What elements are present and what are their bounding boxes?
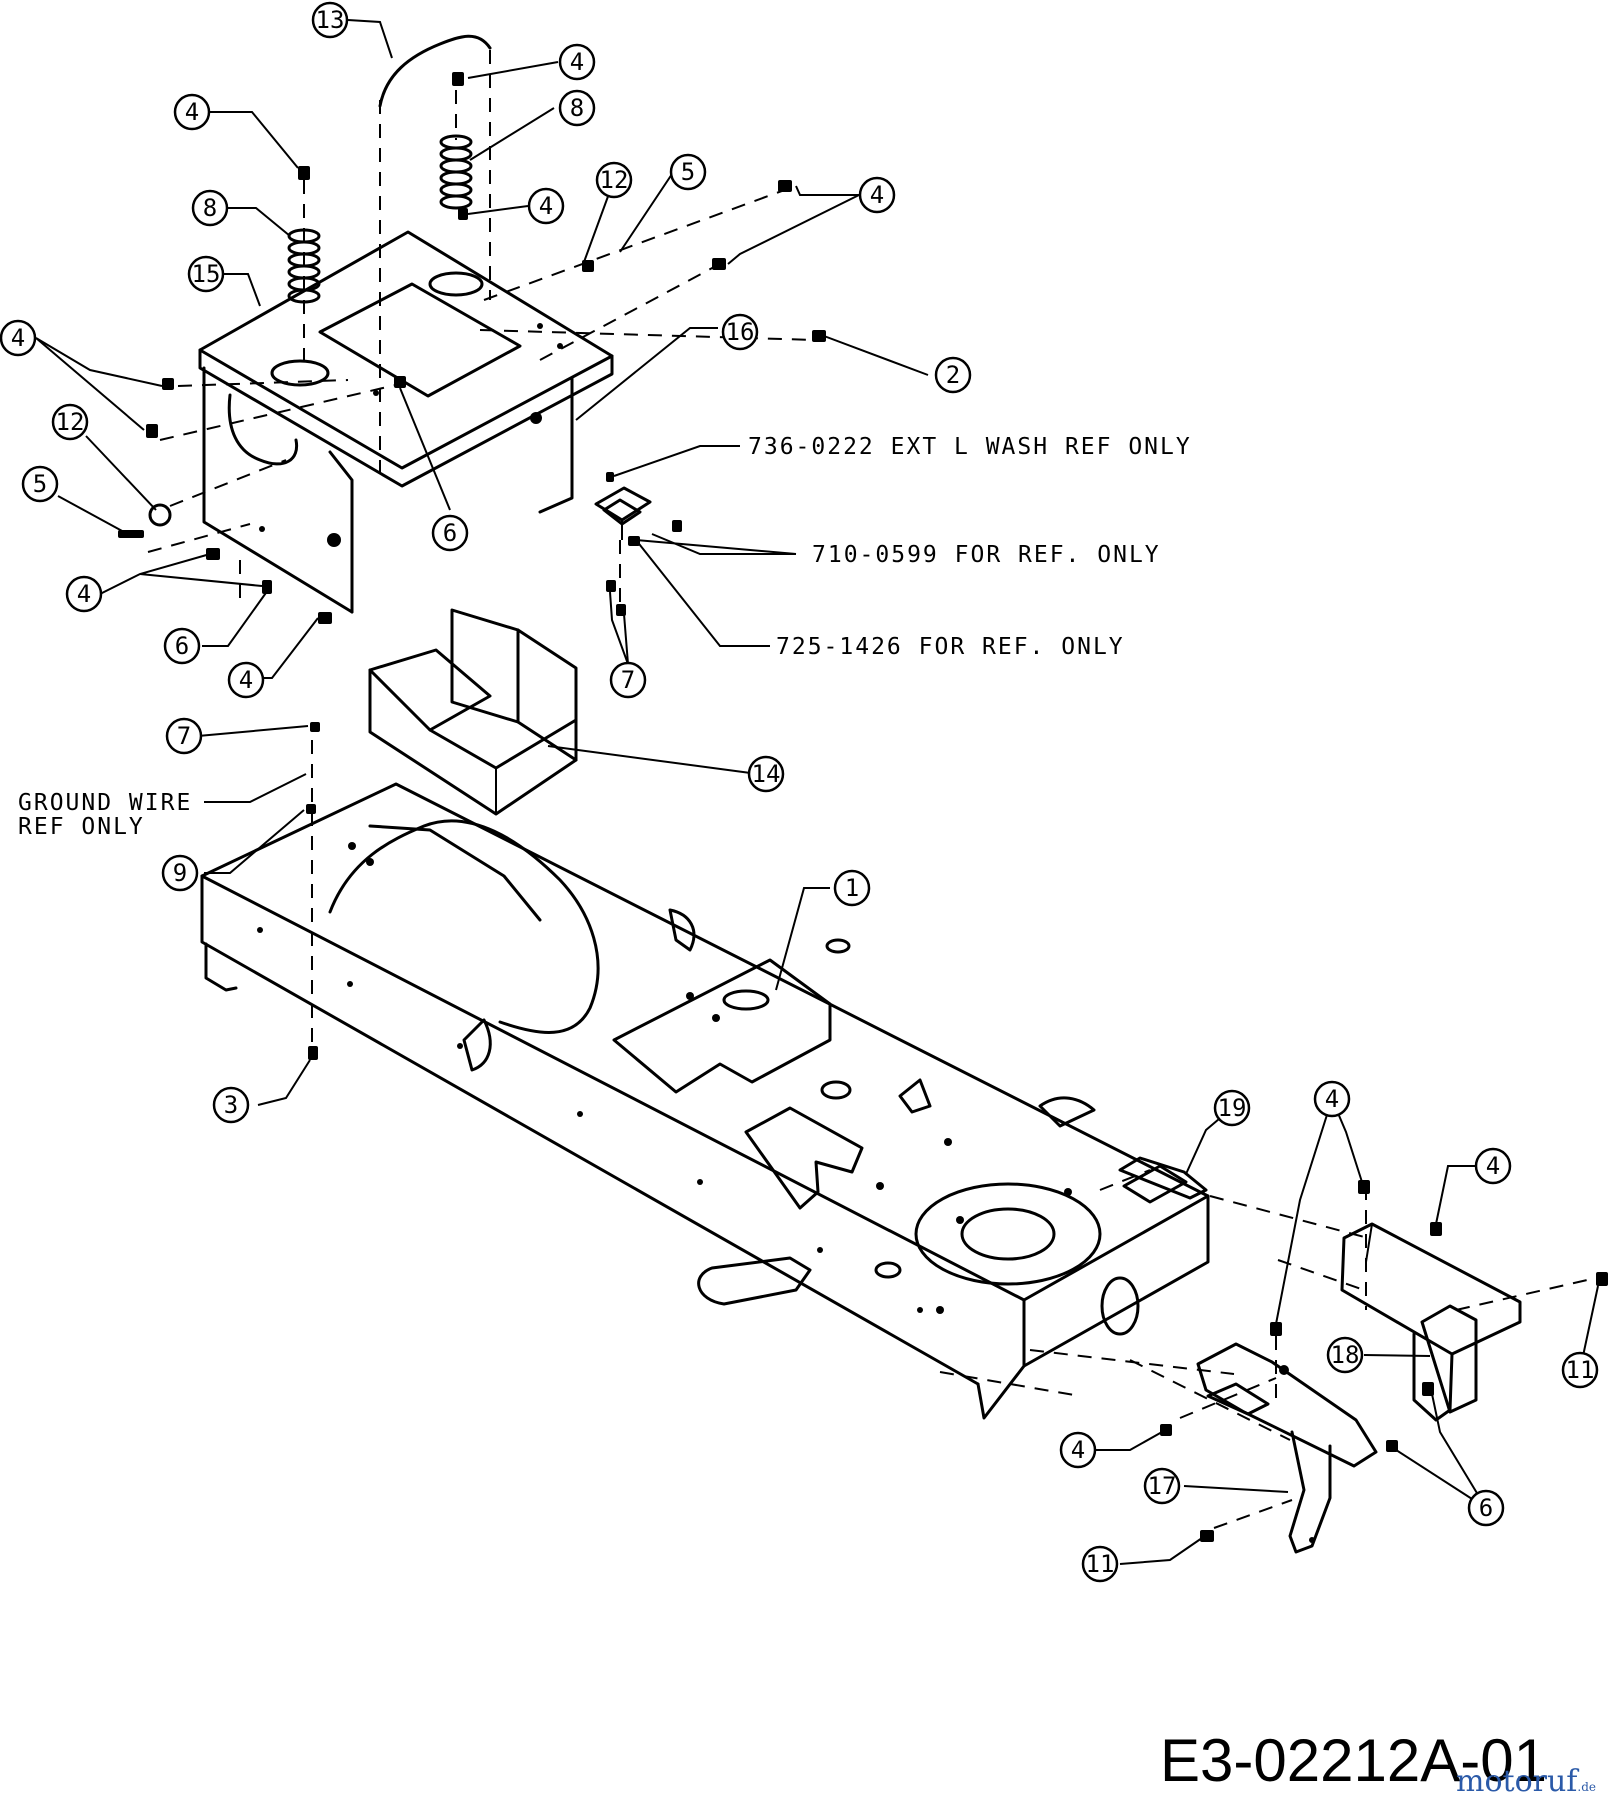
svg-text:6: 6 xyxy=(175,632,189,660)
callout-1: 1 xyxy=(833,869,871,907)
seat-spring-right xyxy=(439,134,473,210)
callout-6: 6 xyxy=(431,514,469,552)
callout-7: 7 xyxy=(609,661,647,699)
callout-8: 8 xyxy=(558,89,596,127)
svg-text:4: 4 xyxy=(77,580,91,608)
battery-tray xyxy=(368,608,578,816)
rear-frame-bracket xyxy=(1118,1156,1208,1200)
svg-text:7: 7 xyxy=(621,666,635,694)
svg-text:16: 16 xyxy=(726,318,755,346)
main-frame xyxy=(200,782,1210,1420)
svg-text:9: 9 xyxy=(173,859,187,887)
svg-text:4: 4 xyxy=(539,192,553,220)
callout-4: 4 xyxy=(1313,1080,1351,1118)
svg-text:5: 5 xyxy=(33,470,47,498)
svg-text:4: 4 xyxy=(1071,1436,1085,1464)
callout-12: 12 xyxy=(51,403,89,441)
svg-text:11: 11 xyxy=(1086,1550,1115,1578)
callout-16: 16 xyxy=(721,313,759,351)
callout-5: 5 xyxy=(21,465,59,503)
svg-text:11: 11 xyxy=(1566,1356,1595,1384)
svg-text:2: 2 xyxy=(946,361,960,389)
svg-text:18: 18 xyxy=(1331,1341,1360,1369)
svg-text:8: 8 xyxy=(570,94,584,122)
svg-text:17: 17 xyxy=(1148,1472,1177,1500)
callout-8: 8 xyxy=(191,189,229,227)
callout-14: 14 xyxy=(747,755,785,793)
svg-text:7: 7 xyxy=(177,722,191,750)
svg-text:13: 13 xyxy=(316,6,345,34)
watermark-logo: motoruf.de xyxy=(1456,1764,1596,1799)
drawing-number: E3-02212A-01 xyxy=(1160,1727,1547,1794)
svg-text:14: 14 xyxy=(752,760,781,788)
callout-19: 19 xyxy=(1213,1089,1251,1127)
watermark-suffix: .de xyxy=(1577,1780,1597,1794)
seat-support-bracket xyxy=(198,230,614,614)
callout-9: 9 xyxy=(161,854,199,892)
svg-text:15: 15 xyxy=(192,260,221,288)
note-ground-wire: GROUND WIRE xyxy=(18,790,192,816)
callout-5: 5 xyxy=(669,153,707,191)
svg-text:3: 3 xyxy=(224,1091,238,1119)
callout-17: 17 xyxy=(1143,1467,1181,1505)
svg-text:4: 4 xyxy=(570,48,584,76)
svg-text:19: 19 xyxy=(1218,1094,1247,1122)
callout-2: 2 xyxy=(934,356,972,394)
svg-text:4: 4 xyxy=(239,666,253,694)
leader-lines xyxy=(35,19,1599,1565)
callout-11: 11 xyxy=(1561,1351,1599,1389)
callout-4: 4 xyxy=(173,93,211,131)
svg-text:1: 1 xyxy=(845,874,859,902)
callout-15: 15 xyxy=(187,255,225,293)
svg-text:4: 4 xyxy=(1325,1085,1339,1113)
hardware xyxy=(118,72,1608,1542)
callout-4: 4 xyxy=(0,319,37,357)
watermark-text: motoruf xyxy=(1456,1764,1578,1799)
callout-4: 4 xyxy=(1059,1431,1097,1469)
svg-text:4: 4 xyxy=(185,98,199,126)
callout-4: 4 xyxy=(558,43,596,81)
note-ground-ref: REF ONLY xyxy=(18,814,145,840)
seat-switch xyxy=(594,486,652,540)
callout-4: 4 xyxy=(227,661,265,699)
callout-6: 6 xyxy=(163,627,201,665)
note-ext-wash: 736-0222 EXT L WASH REF ONLY xyxy=(748,434,1192,460)
callout-18: 18 xyxy=(1326,1336,1364,1374)
svg-text:5: 5 xyxy=(681,158,695,186)
callout-6: 6 xyxy=(1467,1489,1505,1527)
hitch-bracket-right xyxy=(1340,1222,1522,1422)
note-710-0599: 710-0599 FOR REF. ONLY xyxy=(812,542,1161,568)
callout-4: 4 xyxy=(65,575,103,613)
callout-13: 13 xyxy=(311,1,349,39)
svg-text:8: 8 xyxy=(203,194,217,222)
svg-text:6: 6 xyxy=(443,519,457,547)
seat-switch-wire xyxy=(378,34,492,108)
svg-text:12: 12 xyxy=(600,166,629,194)
svg-text:12: 12 xyxy=(56,408,85,436)
svg-text:4: 4 xyxy=(1486,1152,1500,1180)
hitch-bracket-left xyxy=(1196,1342,1378,1554)
callout-4: 4 xyxy=(858,176,896,214)
explode-lines xyxy=(147,50,1597,1529)
callout-3: 3 xyxy=(212,1086,250,1124)
callout-4: 4 xyxy=(1474,1147,1512,1185)
svg-text:4: 4 xyxy=(11,324,25,352)
svg-text:6: 6 xyxy=(1479,1494,1493,1522)
callout-4: 4 xyxy=(527,187,565,225)
note-725-1426: 725-1426 FOR REF. ONLY xyxy=(776,634,1125,660)
callout-7: 7 xyxy=(165,717,203,755)
svg-text:4: 4 xyxy=(870,181,884,209)
callout-11: 11 xyxy=(1081,1545,1119,1583)
callout-12: 12 xyxy=(595,161,633,199)
